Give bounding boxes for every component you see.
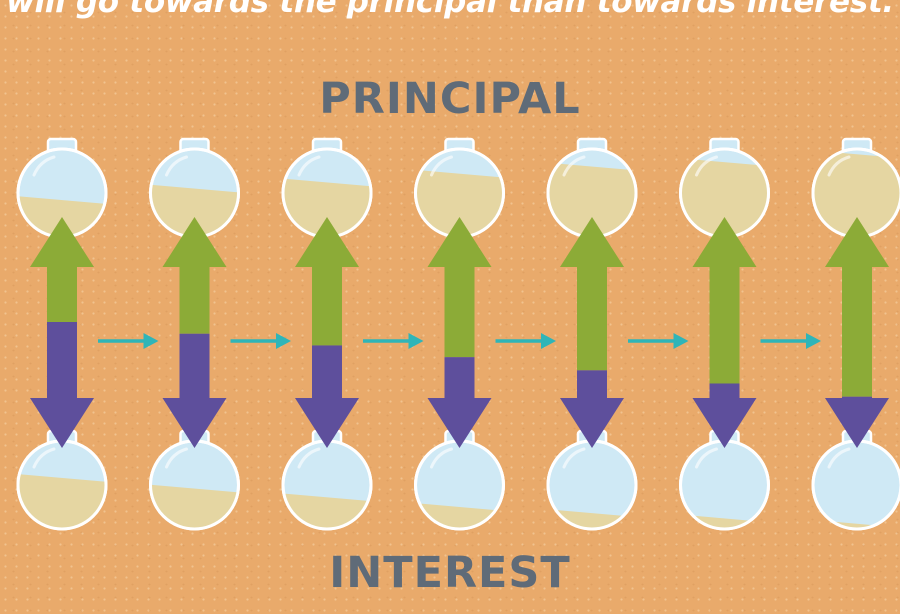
stage-1	[16, 137, 108, 531]
principal-label: PRINCIPAL	[319, 74, 581, 124]
interest-arrow-1	[30, 322, 94, 448]
principal-arrow-2	[162, 217, 227, 334]
interest-label: INTEREST	[329, 548, 571, 598]
principal-jar-7	[811, 137, 900, 239]
interest-arrow-3	[295, 345, 359, 448]
step-arrow-3	[363, 333, 424, 349]
interest-jar-7	[811, 429, 900, 531]
step-arrow-2	[230, 333, 291, 349]
principal-jar-2	[149, 137, 240, 239]
principal-jar-3	[281, 137, 373, 239]
principal-jar-5	[546, 137, 638, 239]
interest-arrow-7	[825, 396, 889, 448]
interest-arrow-5	[560, 370, 624, 448]
stage-4	[414, 137, 505, 531]
caption-text: will go towards the principal than towar…	[6, 0, 894, 20]
principal-arrow-1	[30, 217, 94, 322]
stage-3	[281, 137, 373, 531]
step-arrow-1	[98, 333, 159, 349]
step-arrow-6	[760, 333, 821, 349]
stage-6	[679, 137, 770, 531]
stage-5	[546, 137, 638, 531]
stage-2	[149, 137, 240, 531]
principal-arrow-6	[692, 217, 757, 384]
interest-arrow-6	[692, 383, 757, 448]
interest-jar-2	[149, 429, 240, 531]
step-arrow-4	[495, 333, 556, 349]
principal-jar-4	[414, 137, 505, 239]
interest-arrow-2	[162, 333, 227, 448]
interest-arrow-4	[427, 357, 492, 448]
principal-arrow-4	[427, 217, 492, 358]
stage-7	[811, 137, 900, 531]
principal-arrow-7	[825, 217, 889, 397]
principal-arrow-5	[560, 217, 624, 371]
step-arrow-5	[628, 333, 689, 349]
principal-arrow-3	[295, 217, 359, 346]
